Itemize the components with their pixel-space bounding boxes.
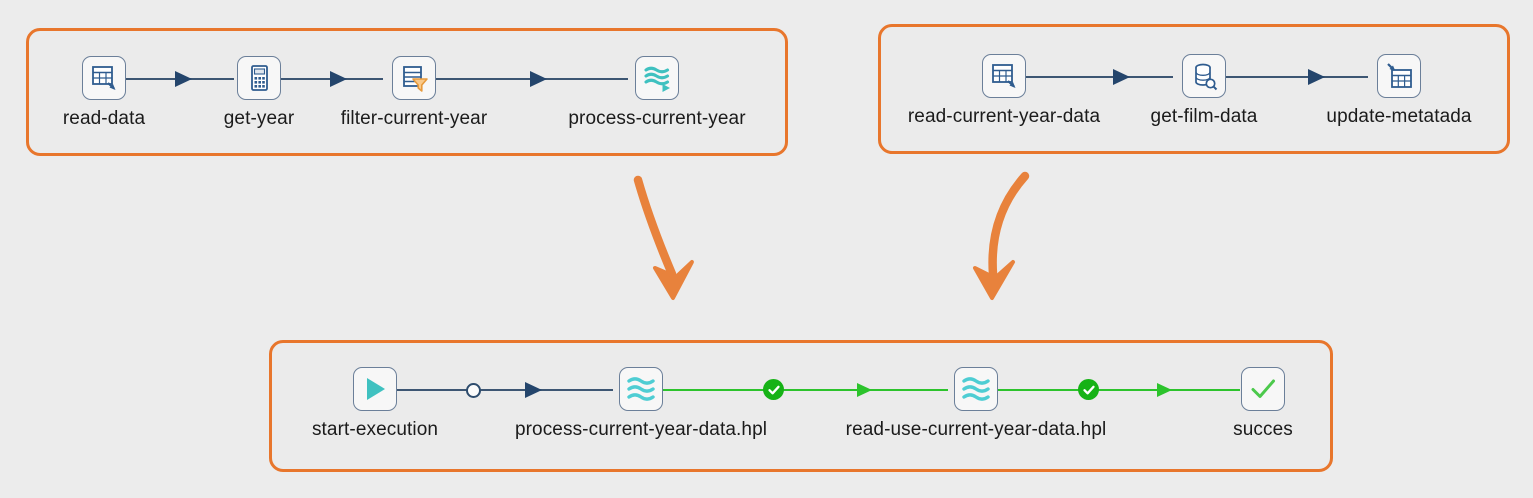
node-label: update-metatada bbox=[1326, 106, 1472, 127]
curved-down-arrow-icon bbox=[620, 170, 730, 315]
node-label: filter-current-year bbox=[340, 108, 488, 129]
node-label: succes bbox=[1233, 419, 1293, 440]
pipeline-icon[interactable] bbox=[954, 367, 998, 411]
hop-start-execution-to-process-current-year-data[interactable] bbox=[397, 389, 613, 391]
node-label: start-execution bbox=[311, 419, 439, 440]
node-label: read-use-current-year-data.hpl bbox=[845, 419, 1107, 440]
table-input-icon[interactable] bbox=[82, 56, 126, 100]
arrowhead-icon bbox=[175, 71, 192, 87]
node-label: process-current-year-data.hpl bbox=[514, 419, 768, 440]
node-label: process-current-year bbox=[568, 108, 746, 129]
start-play-icon[interactable] bbox=[353, 367, 397, 411]
filter-rows-icon[interactable] bbox=[392, 56, 436, 100]
arrowhead-icon bbox=[1308, 69, 1325, 85]
arrowhead-icon bbox=[530, 71, 547, 87]
table-output-icon[interactable] bbox=[1377, 54, 1421, 98]
node-label: read-data bbox=[62, 108, 146, 129]
green-check-icon bbox=[763, 379, 784, 400]
table-input-icon[interactable] bbox=[982, 54, 1026, 98]
arrowhead-icon bbox=[525, 382, 542, 398]
arrowhead-icon bbox=[330, 71, 347, 87]
calculator-icon[interactable] bbox=[237, 56, 281, 100]
arrowhead-icon bbox=[1157, 383, 1172, 397]
green-check-icon bbox=[1078, 379, 1099, 400]
hop-read-current-year-data-to-get-film-data[interactable] bbox=[1026, 76, 1173, 78]
arrowhead-icon bbox=[857, 383, 872, 397]
pipeline-icon[interactable] bbox=[619, 367, 663, 411]
panel-workflow-main[interactable] bbox=[269, 340, 1333, 472]
node-label: read-current-year-data bbox=[907, 106, 1101, 127]
hop-get-film-data-to-update-metatada[interactable] bbox=[1226, 76, 1368, 78]
hop-circle-icon[interactable] bbox=[466, 383, 481, 398]
node-label: get-year bbox=[223, 108, 295, 129]
curved-down-arrow-icon bbox=[955, 168, 1065, 313]
hop-process-current-year-data-to-read-use-current-year-data[interactable] bbox=[663, 389, 948, 392]
hop-read-use-current-year-data-to-succes[interactable] bbox=[998, 389, 1240, 392]
success-check-icon[interactable] bbox=[1241, 367, 1285, 411]
arrowhead-icon bbox=[1113, 69, 1130, 85]
pipeline-run-icon[interactable] bbox=[635, 56, 679, 100]
node-label: get-film-data bbox=[1150, 106, 1258, 127]
database-lookup-icon[interactable] bbox=[1182, 54, 1226, 98]
